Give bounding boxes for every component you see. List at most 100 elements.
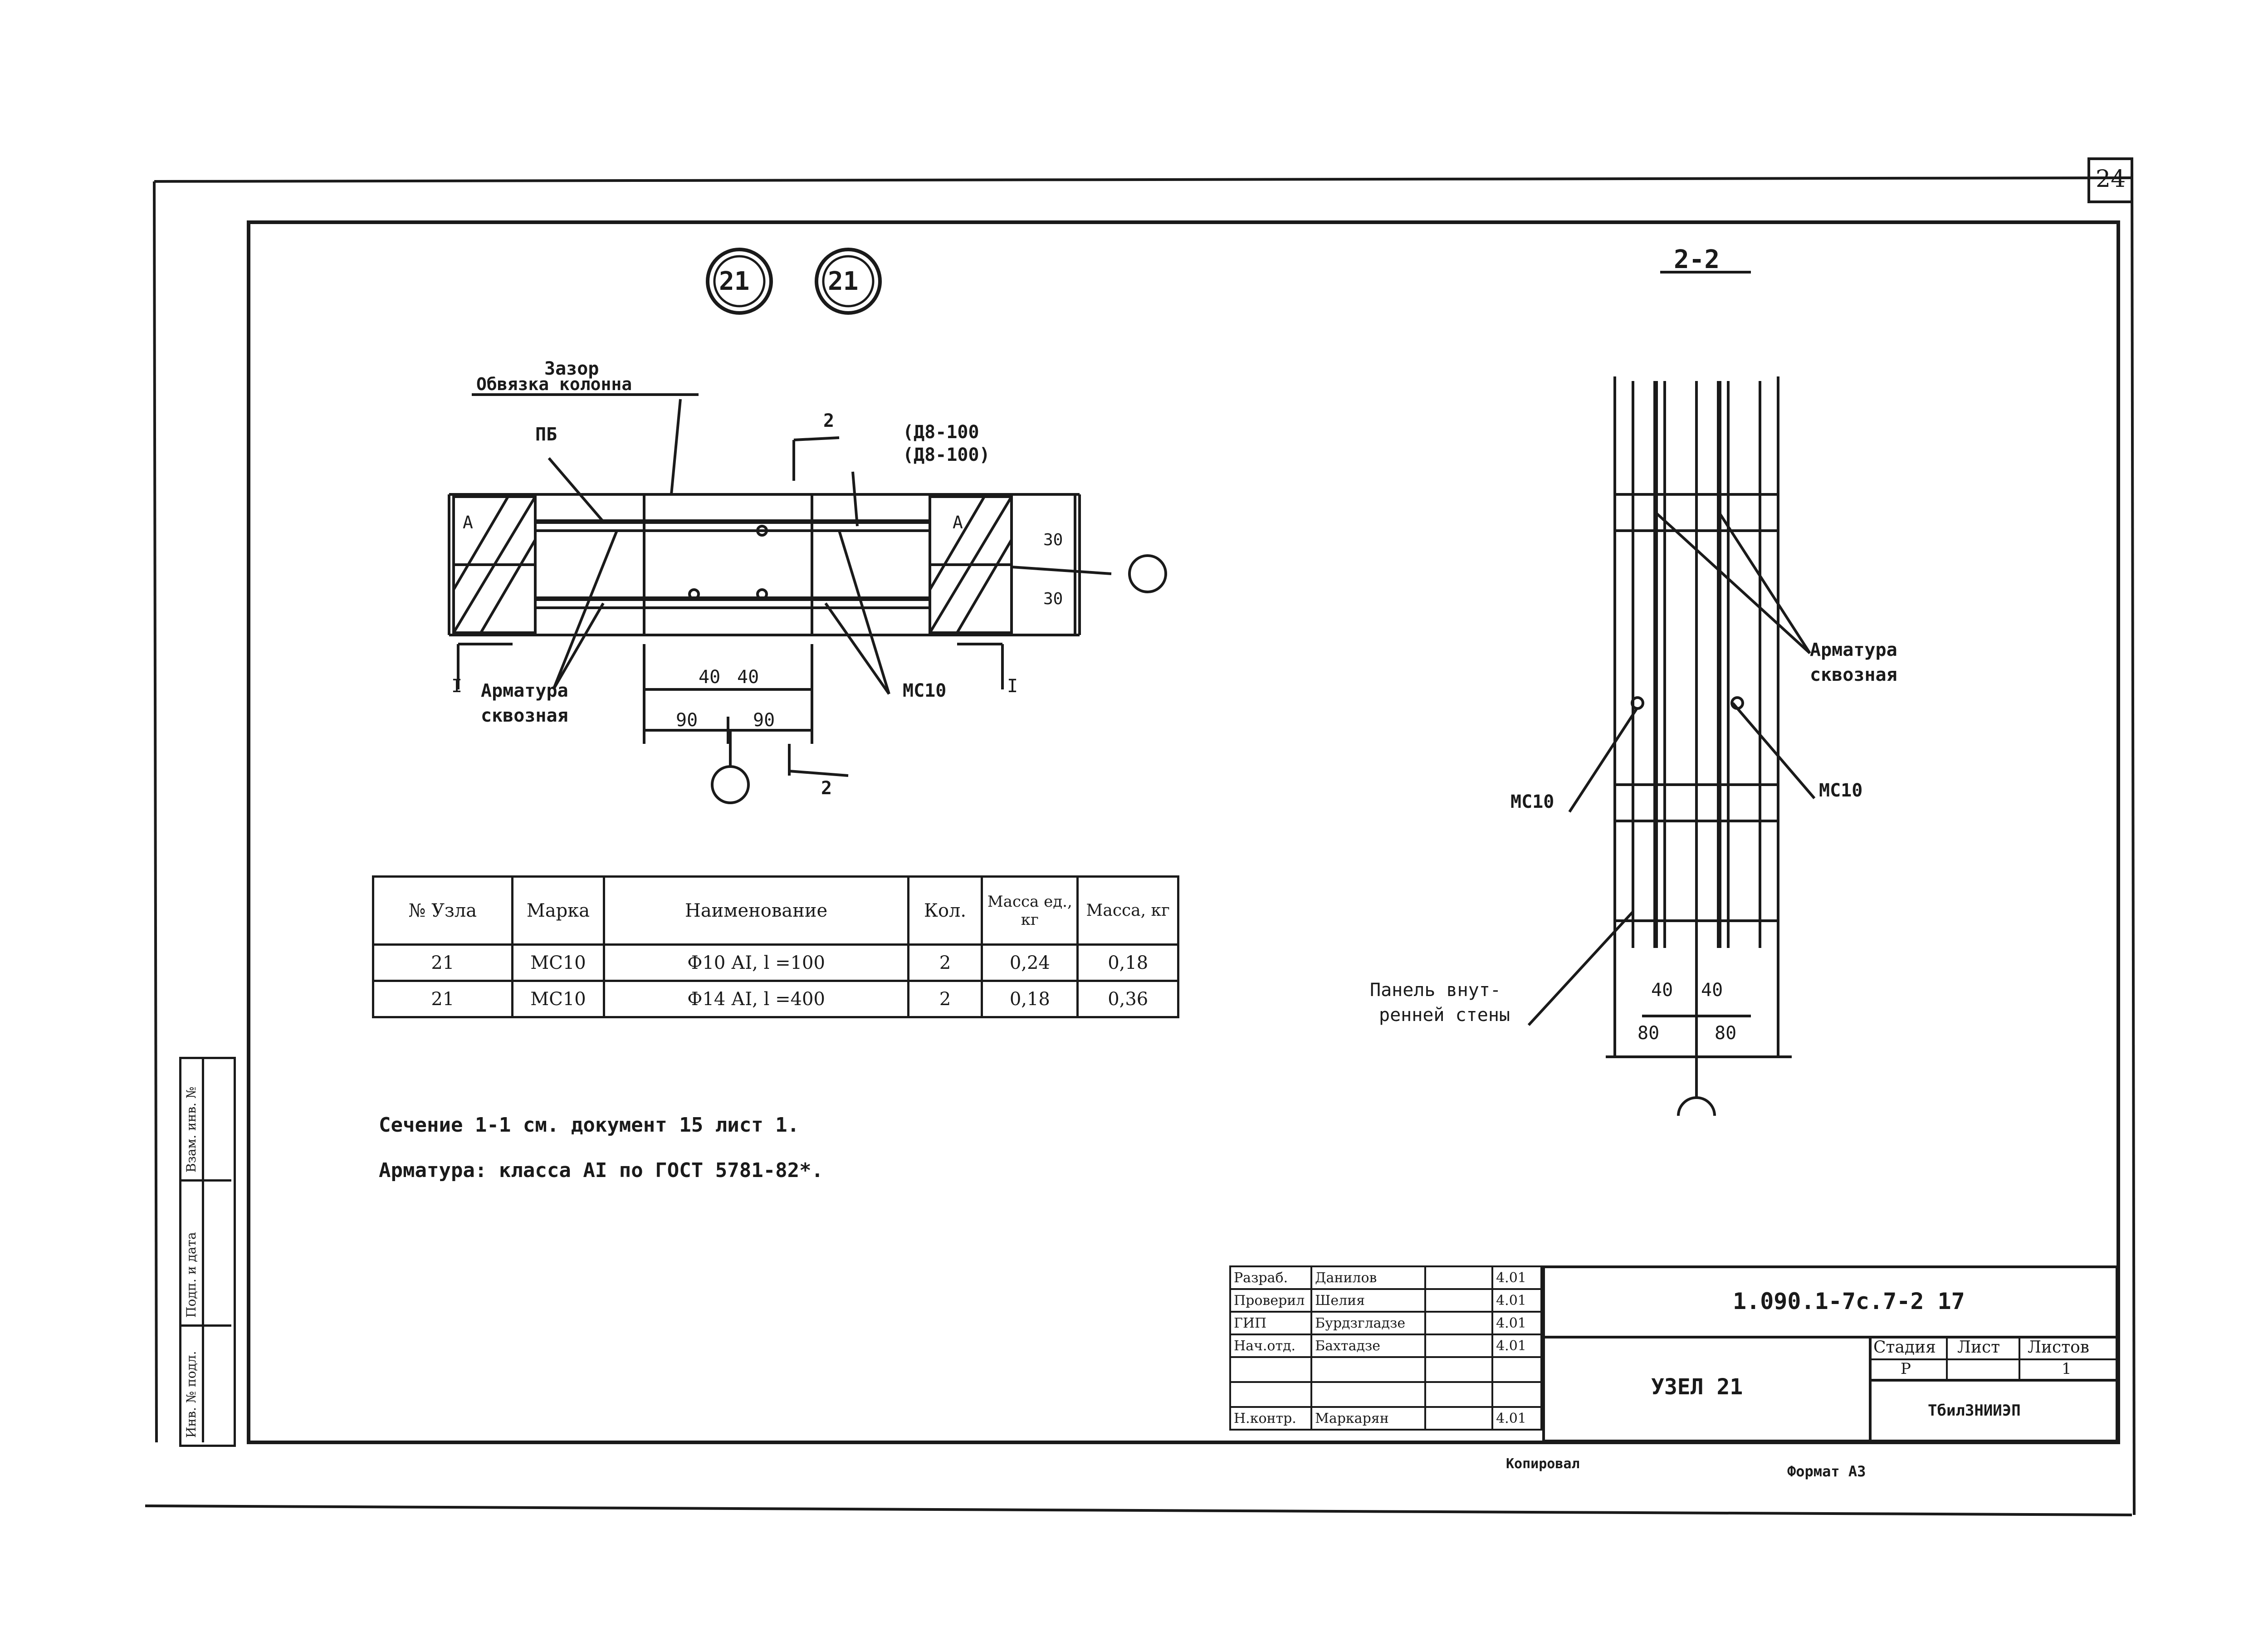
- spec-cell: Ф10 АI, l =100: [603, 943, 909, 982]
- stamp-role: Разраб.: [1229, 1265, 1313, 1290]
- stamp-role: Проверил: [1229, 1288, 1313, 1313]
- stamp-title: УЗЕЛ 21: [1651, 1374, 1743, 1400]
- stamp-name: Бахтадзе: [1310, 1334, 1426, 1358]
- section-label-mc-right: МС10: [1819, 780, 1863, 801]
- spec-header-qty: Кол.: [907, 875, 983, 946]
- node-mark-left: 21: [719, 267, 750, 296]
- side-strip: [179, 1057, 236, 1447]
- stamp-right: [1542, 1265, 2118, 1442]
- plan-cut-2-bottom: 2: [821, 778, 832, 799]
- plan-label-a-1: А: [463, 513, 473, 532]
- stamp-date: 4.01: [1491, 1311, 1542, 1335]
- format-label: Формат А3: [1787, 1463, 1866, 1480]
- section-label-armature: Арматура: [1810, 640, 1897, 660]
- stamp-stage-value: Р: [1901, 1360, 1911, 1378]
- stamp-sheets-header: Листов: [2028, 1338, 2090, 1357]
- side-strip-inv: Инв. № подл.: [184, 1351, 199, 1438]
- stamp-role: ГИП: [1229, 1311, 1313, 1335]
- spec-cell: 21: [372, 980, 513, 1018]
- spec-cell: 0,24: [981, 943, 1079, 982]
- stamp-signature: [1424, 1288, 1494, 1313]
- plan-label-pb: ПБ: [535, 424, 557, 445]
- note-section: Сечение 1-1 см. документ 15 лист 1.: [379, 1114, 800, 1137]
- copy-label: Копировал: [1506, 1456, 1580, 1472]
- side-strip-divider: [202, 1057, 204, 1442]
- section-label-panel-1: Панель внут-: [1370, 980, 1501, 1001]
- spec-table: № Узла Марка Наименование Кол. Масса ед.…: [372, 875, 1179, 1018]
- spec-cell: Ф14 АI, l =400: [603, 980, 909, 1018]
- stamp-sheet-header: Лист: [1957, 1338, 2000, 1357]
- stamp-date: 4.01: [1491, 1265, 1542, 1290]
- plan-dim-side1: 30: [1043, 531, 1063, 549]
- stamp-signature: [1424, 1334, 1494, 1358]
- spec-header-mark: Марка: [511, 875, 606, 946]
- spec-header-node: № Узла: [372, 875, 513, 946]
- spec-cell: 21: [372, 943, 513, 982]
- plan-cut-2-top: 2: [823, 410, 835, 431]
- side-strip-sign: Подп. и дата: [184, 1232, 199, 1318]
- stamp-name: Шелия: [1310, 1288, 1426, 1313]
- stamp-title-sep: [1869, 1336, 1872, 1442]
- stamp-signature: [1424, 1406, 1494, 1431]
- stamp-stage-header: Стадия: [1873, 1338, 1936, 1357]
- stamp-doc-code: 1.090.1-7с.7-2 17: [1733, 1288, 1965, 1314]
- stamp-role: Нач.отд.: [1229, 1334, 1313, 1358]
- plan-dim-90b: 90: [753, 710, 775, 731]
- stamp-signature: [1424, 1265, 1494, 1290]
- plan-label-rebar-top2: (Д8-100): [903, 444, 990, 465]
- stamp-code-sep: [1542, 1336, 2118, 1338]
- stamp-name: Маркарян: [1310, 1406, 1426, 1431]
- stamp-stage-sep: [1869, 1379, 2118, 1382]
- note-armature: Арматура: класса АI по ГОСТ 5781-82*.: [379, 1159, 824, 1182]
- spec-cell: 2: [907, 980, 983, 1018]
- spec-header-name: Наименование: [603, 875, 909, 946]
- stamp-date: 4.01: [1491, 1334, 1542, 1358]
- side-strip-sep2: [179, 1179, 231, 1182]
- spec-cell: 0,36: [1076, 980, 1179, 1018]
- stamp-col-sep2: [2019, 1336, 2020, 1379]
- page-number: 24: [2096, 166, 2126, 193]
- node-mark-right: 21: [828, 267, 859, 296]
- section-title: 2-2: [1674, 245, 1720, 274]
- stamp-sheets-value: 1: [2062, 1360, 2072, 1378]
- plan-label-through: сквозная: [481, 705, 568, 726]
- stamp-date: 4.01: [1491, 1288, 1542, 1313]
- plan-label-mc: МС10: [903, 680, 947, 701]
- plan-label-a-2: А: [953, 513, 963, 532]
- spec-row: 21 МС10 Ф14 АI, l =400 2 0,18 0,36: [372, 980, 1179, 1018]
- plan-dim-90a: 90: [676, 710, 698, 731]
- stamp-role: Н.контр.: [1229, 1406, 1313, 1431]
- plan-dim-40b: 40: [737, 667, 759, 688]
- spec-row: 21 МС10 Ф10 АI, l =100 2 0,24 0,18: [372, 943, 1179, 982]
- spec-header-mass: Масса, кг: [1076, 875, 1179, 946]
- plan-label-armature: Арматура: [481, 680, 568, 701]
- side-strip-sep1: [179, 1324, 231, 1327]
- section-label-through: сквозная: [1810, 664, 1897, 685]
- spec-cell: 2: [907, 943, 983, 982]
- spec-header-unit-mass: Масса ед., кг: [981, 875, 1079, 946]
- section-dim-80a: 80: [1637, 1023, 1660, 1044]
- plan-label-top: Зазор: [544, 358, 599, 379]
- stamp-stage-row-sep: [1869, 1358, 2118, 1360]
- plan-label-rebar-top: (Д8-100: [903, 422, 979, 443]
- spec-cell: МС10: [511, 980, 606, 1018]
- stamp-date: 4.01: [1491, 1406, 1542, 1431]
- spec-cell: 0,18: [981, 980, 1079, 1018]
- stamp-col-sep1: [1946, 1336, 1948, 1379]
- stamp-org: ТбилЗНИИЭП: [1928, 1402, 2021, 1420]
- section-label-panel-2: ренней стены: [1379, 1005, 1510, 1026]
- stamp-name: Бурдзгладзе: [1310, 1311, 1426, 1335]
- spec-cell: МС10: [511, 943, 606, 982]
- plan-dim-40a: 40: [699, 667, 721, 688]
- side-strip-replace: Взам. инв. №: [184, 1086, 199, 1172]
- section-label-mc-left: МС10: [1510, 791, 1554, 812]
- section-dim-80b: 80: [1715, 1023, 1737, 1044]
- plan-cut-1-left: I: [451, 676, 463, 697]
- plan-dim-side2: 30: [1043, 590, 1063, 608]
- spec-cell: 0,18: [1076, 943, 1179, 982]
- section-dim-40b: 40: [1701, 980, 1723, 1001]
- plan-cut-1-right: I: [1007, 676, 1018, 697]
- section-dim-40a: 40: [1651, 980, 1673, 1001]
